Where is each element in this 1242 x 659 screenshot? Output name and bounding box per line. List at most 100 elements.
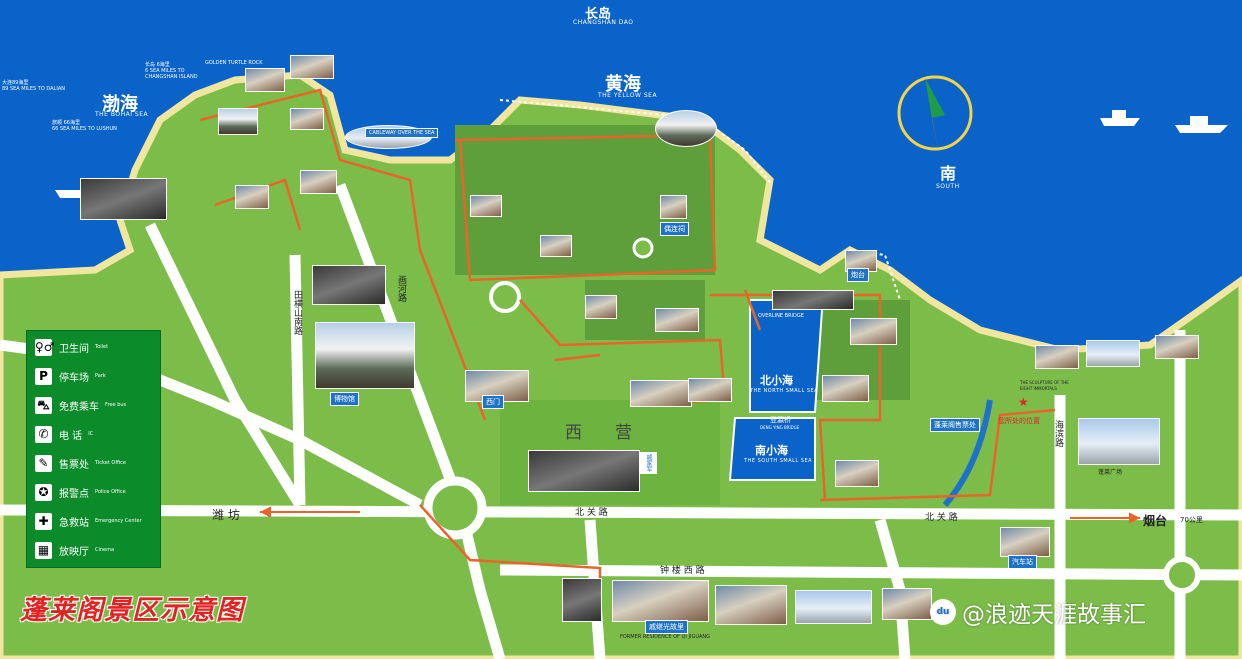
xiying-badge: 戚家军: [640, 452, 657, 474]
scenic-photo: [235, 185, 269, 209]
watermark-text: @浪迹天涯故事汇: [962, 602, 1146, 628]
yuqi-tag: 偶连祠: [660, 222, 689, 236]
yellow-sea-label: 黄海: [605, 74, 641, 95]
legend-item-police: ✪ 报警点 Police Office: [35, 482, 126, 502]
legend-item-free-bus: ⛍ 免费乘车 Free bus: [35, 395, 126, 415]
scenic-photo: [630, 380, 692, 407]
city-wall: [499, 99, 773, 186]
parking-icon: P: [35, 367, 52, 385]
xiying-barracks-photo: [528, 450, 640, 492]
scenic-photo: [290, 55, 334, 79]
scenic-photo: [715, 585, 787, 625]
watermark-logo-icon: du: [930, 599, 956, 625]
beach-photo: [1086, 340, 1140, 367]
scenic-photo: [1155, 335, 1199, 359]
ticket-icon: ✎: [35, 454, 52, 472]
cableway-tag: CABLEWAY OVER THE SEA: [365, 128, 439, 138]
bohai-sea-label: 渤海: [102, 94, 138, 115]
roundabout-east: [1163, 556, 1201, 594]
ticket-office-tag: 蓬莱阁售票处: [930, 418, 980, 432]
zhonglou-road-label: 钟 楼 西 路: [660, 566, 705, 576]
map-title: 蓬莱阁景区示意图: [20, 595, 244, 626]
changdao-distance: 长岛 6海里 6 SEA MILES TO CHANGSHAN ISLAND: [145, 62, 198, 80]
south-small-sea-label: 南小海: [755, 444, 788, 457]
south-small-sea: [728, 417, 816, 481]
penglai-pavilion-photo: [655, 110, 717, 147]
scenic-photo: [290, 108, 324, 130]
scenic-photo: [245, 68, 285, 92]
scenic-photo: [562, 578, 602, 622]
you-are-here-icon: ★: [1018, 395, 1029, 409]
north-small-sea-label-en: THE NORTH SMALL SEA: [750, 388, 819, 394]
bus-station-photo: [1000, 527, 1050, 557]
beiguan-road-label: 北 关 路: [575, 508, 608, 518]
temple-photo: [585, 295, 617, 319]
dengying-bridge-label-en: DENG YING BRIDGE: [760, 425, 800, 430]
legend-item-first-aid: ✚ 急救站 Emergency Center: [35, 511, 142, 531]
bus-station-tag: 汽车站: [1008, 555, 1037, 569]
changdao-label-en: CHANGSHAN DAO: [573, 19, 634, 26]
south-small-sea-label-en: THE SOUTH SMALL SEA: [744, 458, 813, 464]
yellow-sea-label-en: THE YELLOW SEA: [598, 92, 658, 99]
compass-south-label: 南: [940, 164, 957, 183]
golden-turtle-label: GOLDEN TURTLE ROCK: [205, 60, 263, 66]
direction-arrows: [259, 506, 1141, 524]
scenic-photo: [795, 590, 872, 624]
qijiguang-tag: 戚继光故里: [645, 620, 688, 634]
qijiguang-photo: [612, 580, 709, 622]
free-bus-icon: ⛍: [35, 396, 52, 414]
scenic-photo: [470, 195, 502, 217]
scenic-photo: [540, 235, 572, 257]
legend-item-phone: ✆ 电 话 IC: [35, 424, 93, 444]
beiguan-east-road-label: 北 关 路: [925, 513, 958, 523]
scenic-photo: [300, 170, 337, 194]
legend-item-toilet: ♀♂ 卫生间 Toilet: [35, 338, 109, 356]
police-icon: ✪: [35, 483, 52, 501]
xiying-label-1: 西: [565, 423, 582, 443]
west-gate-tag: 西门: [482, 395, 504, 409]
museum-photo: [315, 322, 415, 389]
scenic-photo: [660, 195, 687, 219]
roundabout-west: [423, 476, 487, 540]
you-are-here-label: 您所处的位置: [998, 417, 1040, 425]
phone-icon: ✆: [35, 425, 52, 443]
compass-icon: [897, 75, 973, 160]
battery-tag: 炮台: [847, 268, 869, 282]
battery-wall: [849, 249, 901, 301]
roundabout-center: [632, 237, 654, 259]
gongyuan-road-label: 画河路: [396, 275, 406, 302]
overline-bridge-photo: [772, 290, 854, 310]
legend-item-ticket: ✎ 售票处 Ticket Office: [35, 453, 126, 473]
north-small-sea-label: 北小海: [760, 374, 793, 387]
dalian-distance: 大连89海里 89 SEA MILES TO DALIAN: [2, 80, 65, 92]
harbor-photo: [80, 178, 167, 220]
first-aid-icon: ✚: [35, 512, 52, 530]
scenic-photo: [655, 308, 699, 332]
changdao-label: 长岛: [585, 7, 612, 22]
toilet-icon: ♀♂: [35, 338, 55, 356]
map-legend: ♀♂ 卫生间 Toilet P 停车场 Park ⛍ 免费乘车 Free bus…: [26, 330, 161, 568]
scenic-photo: [218, 108, 258, 135]
penglai-square-photo: [1078, 418, 1160, 465]
river: [942, 399, 993, 507]
penglai-square-label: 蓬莱广场: [1098, 469, 1123, 476]
eight-immortals-photo: [1035, 345, 1079, 369]
xiying-label-2: 营: [615, 423, 632, 443]
watermark: du @浪迹天涯故事汇: [930, 595, 1146, 629]
eight-immortals-label: THE SCULPTURE OF THE EIGHT IMMORTALS: [1020, 380, 1069, 391]
scenic-photo: [835, 460, 879, 487]
bohai-sea-label-en: THE BOHAI SEA: [95, 111, 149, 118]
cinema-icon: ▦: [35, 541, 52, 559]
dengying-bridge-label: 登瀛桥: [770, 416, 791, 424]
binhai-road-label: 海滨路: [1053, 420, 1063, 447]
roundabout-north: [489, 281, 521, 313]
legend-item-parking: P 停车场 Park: [35, 366, 106, 386]
legend-item-cinema: ▦ 放映厅 Cinema: [35, 540, 114, 560]
scenic-photo: [850, 318, 897, 345]
cinema-photo: [312, 265, 386, 305]
yantai-distance-label: 70公里: [1180, 516, 1203, 524]
tianhengshan-road-label: 田横山南路: [292, 290, 302, 335]
qijiguang-label-en: FORMER RESIDENCE OF QI JIGUANG: [620, 634, 711, 640]
lushun-distance: 旅顺 66海里 66 SEA MILES TO LUSHUN: [52, 120, 117, 132]
